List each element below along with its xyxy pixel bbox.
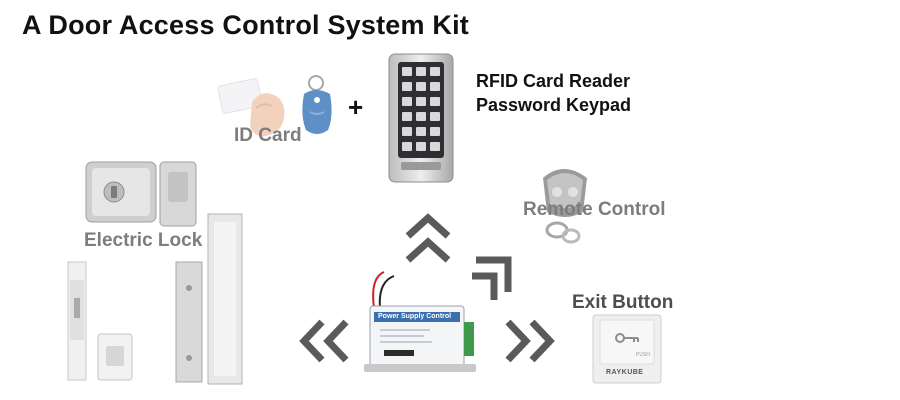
plus-sign: + (348, 92, 364, 122)
exit-button-image: PUSH RAYKUBE (592, 314, 662, 384)
keypad-reader-image (388, 53, 454, 183)
remote-control-label: Remote Control (523, 199, 666, 220)
bolt-lock-image (67, 261, 133, 381)
exit-button-label: Exit Button (572, 292, 674, 313)
id-card-photo (217, 78, 285, 137)
exit-push-text: PUSH (636, 352, 650, 358)
magnetic-lock-image (175, 213, 243, 385)
key-fob-icon (302, 75, 332, 134)
chevron-left-icon (299, 319, 349, 363)
chevron-up-right-icon (472, 256, 512, 300)
id-card-label: ID Card (234, 125, 302, 146)
chevron-right-icon (505, 319, 555, 363)
chevron-up-icon (405, 213, 451, 263)
remote-control-image (543, 169, 587, 244)
page-title: A Door Access Control System Kit (22, 10, 469, 40)
exit-brand-text: RAYKUBE (606, 369, 644, 376)
rim-lock-image (85, 161, 197, 227)
power-supply-image: Power Supply Control (360, 268, 480, 378)
password-keypad-label: Password Keypad (476, 95, 632, 115)
rfid-reader-label: RFID Card Reader (476, 71, 631, 91)
electric-lock-label: Electric Lock (84, 230, 203, 251)
power-supply-text: Power Supply Control (378, 313, 452, 320)
